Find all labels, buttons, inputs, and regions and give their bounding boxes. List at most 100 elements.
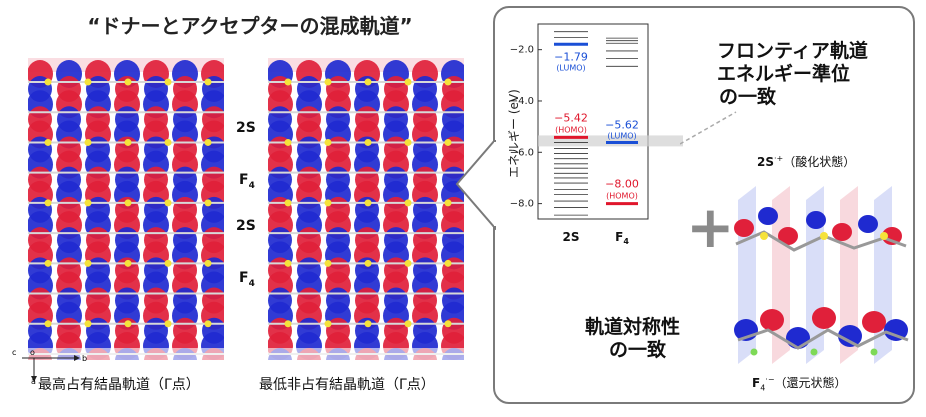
sulfur-atom [284, 259, 292, 267]
sulfur-atom [124, 199, 132, 207]
leader-line [680, 111, 737, 145]
orbital-lobe [838, 325, 862, 347]
axis-a-label: a [31, 377, 36, 386]
sulfur-atom [204, 320, 212, 328]
sulfur-atom [444, 78, 452, 86]
layer-label-f4-bottom: F4 [239, 270, 255, 289]
sulfur-atom [124, 259, 132, 267]
y-tick-label: −4.0 [510, 96, 534, 107]
orbital-lobe [734, 219, 754, 237]
sulfur-atom [404, 78, 412, 86]
sulfur-atom [364, 199, 372, 207]
state-label-f4: F4·−（還元状態） [752, 375, 847, 393]
sulfur-atom [44, 138, 52, 146]
alignment-band [538, 135, 683, 147]
callout-pointer [455, 140, 497, 230]
sulfur-atom [84, 199, 92, 207]
sulfur-atom [84, 259, 92, 267]
sulfur-atom [364, 138, 372, 146]
homo-value-label: −5.42 [554, 111, 588, 124]
orbital-lobe [858, 215, 878, 233]
sulfur-atom [84, 78, 92, 86]
sulfur-atom [204, 78, 212, 86]
sulfur-atom [204, 138, 212, 146]
sulfur-atom [44, 199, 52, 207]
sulfur-atom [284, 78, 292, 86]
sulfur-atom [364, 320, 372, 328]
sulfur-atom [444, 138, 452, 146]
fluorine-atom [810, 348, 818, 356]
sulfur-atom [404, 320, 412, 328]
figure-title: “ドナーとアクセプターの混成軌道” [87, 14, 413, 38]
caption-lumo: 最低非占有結晶軌道（Γ点） [259, 377, 435, 393]
orbital-lobe [884, 319, 908, 341]
layer-label-2s-bottom: 2S [236, 218, 256, 234]
orbital-lobe [806, 211, 826, 229]
lumo-tag: (LUMO) [607, 132, 636, 141]
orbital-lobe [812, 307, 836, 329]
orbital-lobe [758, 207, 778, 225]
sulfur-atom [760, 232, 768, 240]
sulfur-atom [324, 78, 332, 86]
fluorine-atom [870, 348, 878, 356]
sulfur-atom [364, 259, 372, 267]
sulfur-atom [444, 199, 452, 207]
sulfur-atom [164, 199, 172, 207]
heading-frontier-energy: フロンティア軌道 エネルギー準位 の一致 [717, 40, 868, 108]
orbital-lobe [832, 223, 852, 241]
sulfur-atom [364, 78, 372, 86]
homo-value-label: −8.00 [605, 178, 639, 191]
sulfur-atom [164, 320, 172, 328]
lumo-orbital-image [268, 58, 464, 360]
energy-level-chart: −2.0−4.0−6.0−8.0−1.79(LUMO)−5.42(HOMO)2S… [510, 23, 683, 246]
sulfur-atom [164, 78, 172, 86]
sulfur-atom [324, 259, 332, 267]
sulfur-atom [44, 78, 52, 86]
category-label: F4 [615, 230, 629, 246]
sulfur-atom [324, 138, 332, 146]
sulfur-atom [404, 138, 412, 146]
orbital-fade [268, 348, 464, 360]
plot-frame [537, 23, 649, 220]
orbital-lobe [760, 309, 784, 331]
sulfur-atom [324, 320, 332, 328]
homo-orbital-image [28, 58, 224, 360]
state-label-2s: 2S·+（酸化状態） [757, 154, 856, 169]
sulfur-atom [820, 232, 828, 240]
molecular-orbital-image [734, 186, 909, 364]
lumo-value-label: −5.62 [605, 119, 639, 132]
heading-orbital-symmetry: 軌道対称性 の一致 [585, 316, 681, 361]
y-tick-label: −6.0 [510, 147, 534, 158]
sulfur-atom [444, 320, 452, 328]
sulfur-atom [880, 232, 888, 240]
molecule-backbone [737, 328, 909, 350]
sulfur-atom [164, 259, 172, 267]
sulfur-atom [284, 199, 292, 207]
orbital-lobe [778, 227, 798, 245]
sulfur-atom [284, 320, 292, 328]
homo-tag: (HOMO) [555, 125, 587, 134]
crystal-axes-indicator: c o b a [12, 348, 87, 386]
sulfur-atom [44, 320, 52, 328]
sulfur-atom [124, 320, 132, 328]
sulfur-atom [84, 320, 92, 328]
sulfur-atom [124, 78, 132, 86]
energy-axis-title: エネルギー (eV) [507, 89, 521, 178]
lumo-value-label: −1.79 [554, 50, 588, 63]
sulfur-atom [324, 199, 332, 207]
sulfur-atom [44, 259, 52, 267]
axis-c-label: c [12, 348, 16, 357]
sulfur-atom [404, 199, 412, 207]
sulfur-atom [444, 259, 452, 267]
fluorine-atom [750, 348, 758, 356]
y-tick-label: −2.0 [510, 45, 534, 56]
sulfur-atom [84, 138, 92, 146]
axis-b-label: b [82, 354, 87, 363]
layer-label-2s-top: 2S [236, 120, 256, 136]
axis-o-label: o [30, 348, 35, 357]
plus-sign: + [686, 193, 735, 261]
caption-homo: 最高占有結晶軌道（Γ点） [38, 377, 200, 393]
y-tick-label: −8.0 [510, 199, 534, 210]
sulfur-atom [284, 138, 292, 146]
orbital-lobe [862, 311, 886, 333]
